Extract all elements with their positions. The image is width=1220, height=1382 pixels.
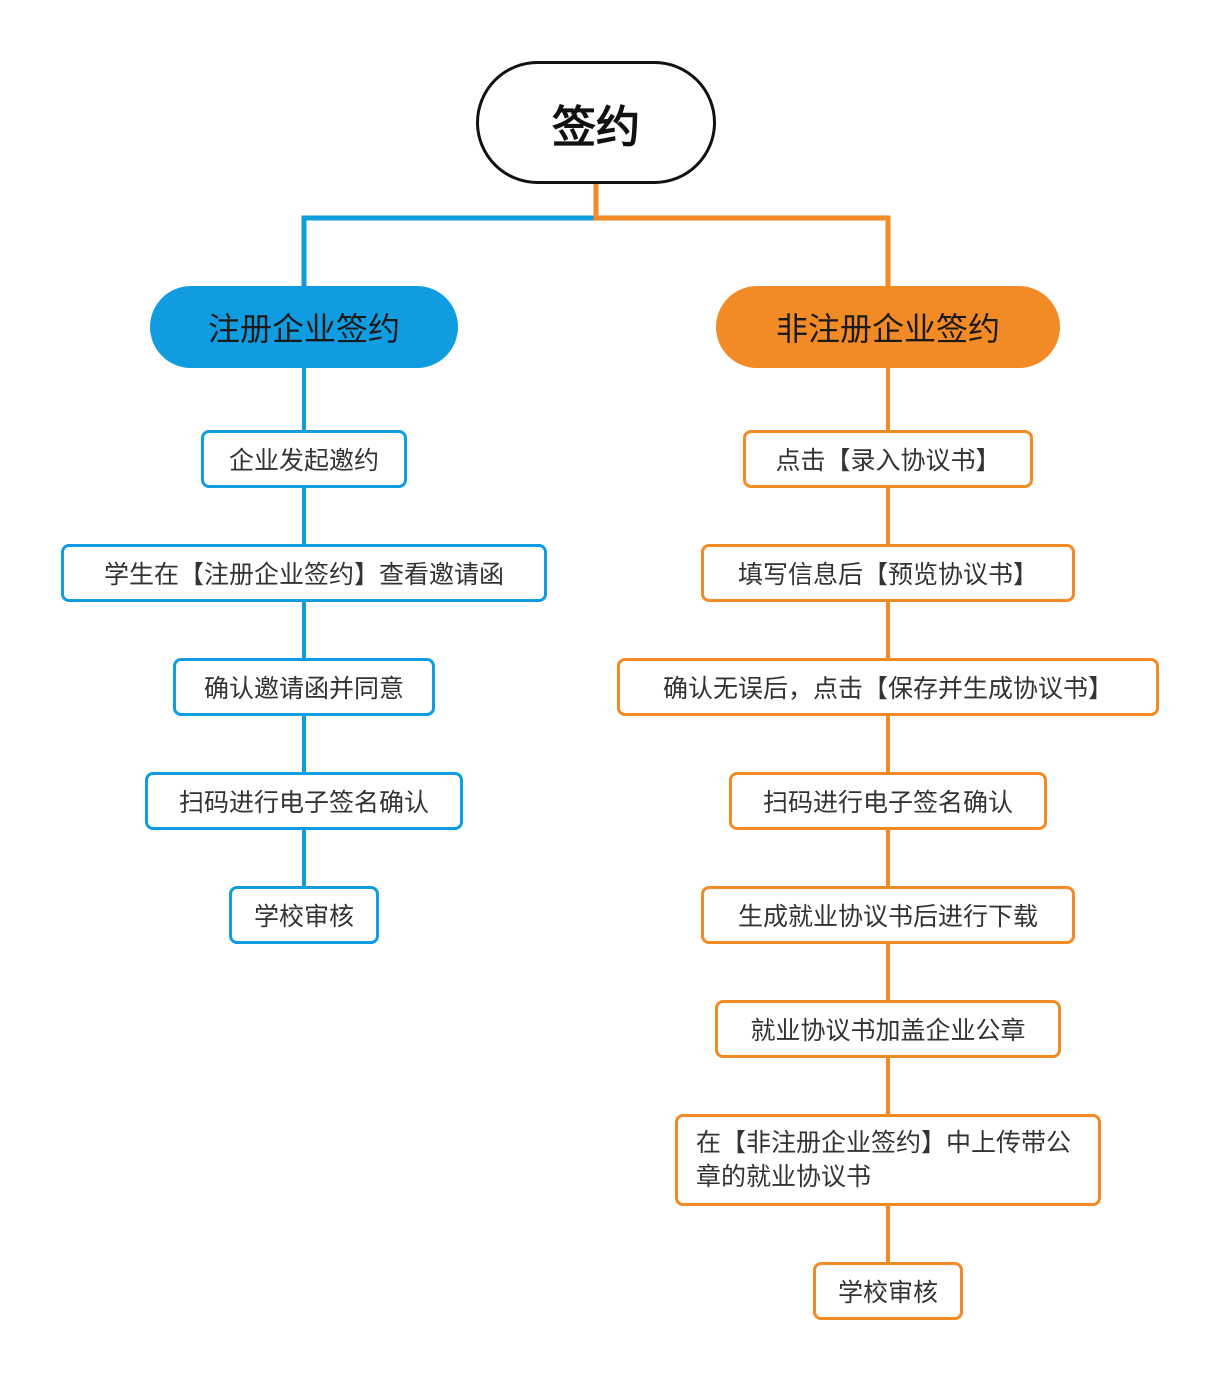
right-step-6-label: 就业协议书加盖企业公章 bbox=[750, 1016, 1026, 1045]
right-step-4-label: 扫码进行电子签名确认 bbox=[762, 788, 1013, 817]
right-step-4: 扫码进行电子签名确认 bbox=[729, 772, 1047, 830]
connector-root-to-left bbox=[301, 184, 599, 286]
left-step-5: 学校审核 bbox=[229, 886, 379, 944]
branch-unregistered-label: 非注册企业签约 bbox=[775, 310, 1000, 348]
right-step-3: 确认无误后，点击【保存并生成协议书】 bbox=[617, 658, 1159, 716]
root-node: 签约 bbox=[476, 61, 716, 184]
right-step-7: 在【非注册企业签约】中上传带公章的就业协议书 bbox=[675, 1114, 1101, 1206]
root-label: 签约 bbox=[552, 101, 640, 153]
right-step-3-label: 确认无误后，点击【保存并生成协议书】 bbox=[662, 674, 1113, 703]
right-step-8-label: 学校审核 bbox=[837, 1278, 938, 1307]
left-step-4-label: 扫码进行电子签名确认 bbox=[178, 788, 429, 817]
left-step-1-label: 企业发起邀约 bbox=[228, 446, 379, 475]
right-step-1: 点击【录入协议书】 bbox=[743, 430, 1033, 488]
right-step-6: 就业协议书加盖企业公章 bbox=[715, 1000, 1061, 1058]
connector-root-to-right bbox=[593, 184, 891, 286]
branch-registered-company: 注册企业签约 bbox=[150, 286, 458, 368]
right-step-5-label: 生成就业协议书后进行下载 bbox=[737, 902, 1038, 931]
left-step-2: 学生在【注册企业签约】查看邀请函 bbox=[61, 544, 547, 602]
right-step-2: 填写信息后【预览协议书】 bbox=[701, 544, 1075, 602]
right-step-8: 学校审核 bbox=[813, 1262, 963, 1320]
left-step-1: 企业发起邀约 bbox=[201, 430, 407, 488]
left-step-5-label: 学校审核 bbox=[253, 902, 354, 931]
left-step-4: 扫码进行电子签名确认 bbox=[145, 772, 463, 830]
left-step-2-label: 学生在【注册企业签约】查看邀请函 bbox=[103, 560, 504, 589]
left-step-3: 确认邀请函并同意 bbox=[173, 658, 435, 716]
right-step-1-label: 点击【录入协议书】 bbox=[775, 446, 1001, 475]
left-step-3-label: 确认邀请函并同意 bbox=[203, 674, 404, 703]
branch-registered-label: 注册企业签约 bbox=[207, 310, 400, 348]
branch-unregistered-company: 非注册企业签约 bbox=[716, 286, 1060, 368]
right-step-7-label: 在【非注册企业签约】中上传带公章的就业协议书 bbox=[696, 1128, 1072, 1191]
right-step-5: 生成就业协议书后进行下载 bbox=[701, 886, 1075, 944]
right-step-2-label: 填写信息后【预览协议书】 bbox=[737, 560, 1038, 589]
